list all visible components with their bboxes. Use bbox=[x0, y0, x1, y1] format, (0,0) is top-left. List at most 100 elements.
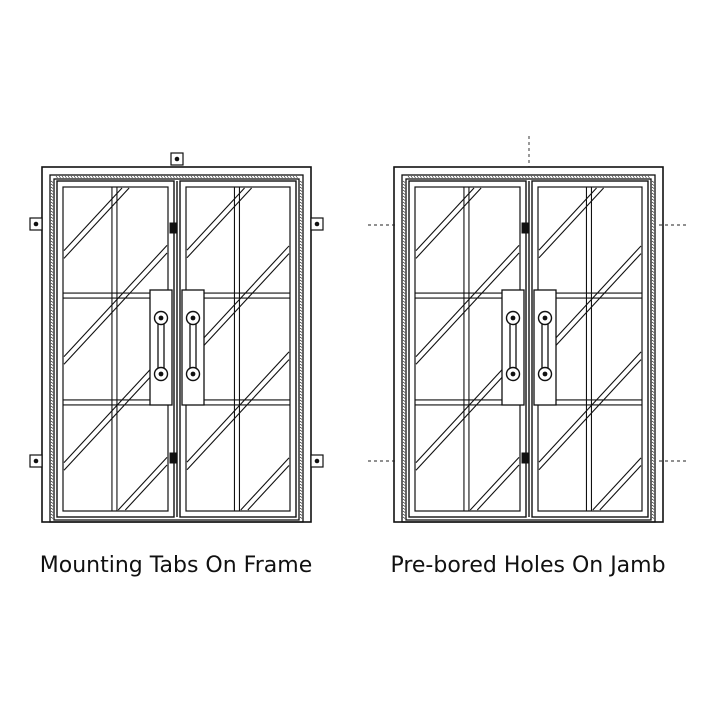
upper-hinge-icon bbox=[169, 222, 177, 234]
weatherstrip-tick bbox=[651, 513, 655, 516]
left-leaf-diagonal-4-1 bbox=[476, 464, 520, 511]
weatherstrip-tick bbox=[402, 216, 406, 219]
weatherstrip-tick bbox=[299, 249, 303, 252]
weatherstrip-tick bbox=[299, 327, 303, 330]
weatherstrip-tick bbox=[299, 207, 303, 210]
weatherstrip-tick bbox=[299, 204, 303, 207]
weatherstrip-tick bbox=[208, 175, 211, 179]
weatherstrip-tick bbox=[50, 345, 54, 348]
weatherstrip-tick bbox=[50, 414, 54, 417]
weatherstrip-tick bbox=[50, 420, 54, 423]
weatherstrip-tick bbox=[402, 243, 406, 246]
weatherstrip-tick bbox=[50, 387, 54, 390]
weatherstrip-tick bbox=[651, 435, 655, 438]
weatherstrip-tick bbox=[50, 456, 54, 459]
weatherstrip-tick bbox=[402, 474, 406, 477]
weatherstrip-tick bbox=[50, 312, 54, 315]
weatherstrip-tick bbox=[299, 465, 303, 468]
weatherstrip-tick bbox=[402, 276, 406, 279]
weatherstrip-tick bbox=[402, 426, 406, 429]
weatherstrip-tick bbox=[50, 321, 54, 324]
weatherstrip-tick bbox=[118, 175, 121, 179]
weatherstrip-tick bbox=[651, 492, 655, 495]
weatherstrip-tick bbox=[500, 175, 503, 179]
weatherstrip-tick bbox=[299, 486, 303, 489]
weatherstrip-tick bbox=[452, 175, 455, 179]
weatherstrip-tick bbox=[651, 339, 655, 342]
weatherstrip-tick bbox=[593, 175, 596, 179]
weatherstrip-tick bbox=[651, 198, 655, 201]
weatherstrip-tick bbox=[148, 175, 151, 179]
weatherstrip-tick bbox=[651, 303, 655, 306]
weatherstrip-tick bbox=[299, 195, 303, 198]
weatherstrip-tick bbox=[50, 318, 54, 321]
left-leaf-diagonal-4-0 bbox=[469, 456, 520, 511]
weatherstrip-tick bbox=[299, 402, 303, 405]
weatherstrip-tick bbox=[50, 360, 54, 363]
weatherstrip-tick bbox=[651, 405, 655, 408]
weatherstrip-tick bbox=[299, 198, 303, 201]
weatherstrip-tick bbox=[67, 175, 70, 179]
weatherstrip-tick bbox=[232, 175, 235, 179]
weatherstrip-tick bbox=[299, 255, 303, 258]
weatherstrip-tick bbox=[106, 175, 109, 179]
weatherstrip-tick bbox=[299, 231, 303, 234]
weatherstrip-tick bbox=[299, 453, 303, 456]
weatherstrip-tick bbox=[620, 175, 623, 179]
right-leaf-diagonal-4-1 bbox=[599, 465, 642, 511]
weatherstrip-tick bbox=[299, 450, 303, 453]
weatherstrip-tick bbox=[299, 318, 303, 321]
weatherstrip-tick bbox=[651, 300, 655, 303]
weatherstrip-tick bbox=[299, 228, 303, 231]
weatherstrip-tick bbox=[651, 426, 655, 429]
weatherstrip-tick bbox=[50, 354, 54, 357]
weatherstrip-tick bbox=[491, 175, 494, 179]
weatherstrip-tick bbox=[50, 330, 54, 333]
left-leaf-diagonal-2-0 bbox=[415, 245, 520, 358]
weatherstrip-tick bbox=[651, 321, 655, 324]
weatherstrip-tick bbox=[299, 510, 303, 513]
weatherstrip-tick bbox=[247, 175, 250, 179]
weatherstrip-tick bbox=[299, 501, 303, 504]
weatherstrip-tick bbox=[651, 420, 655, 423]
weatherstrip-tick bbox=[651, 189, 655, 192]
weatherstrip-tick bbox=[50, 432, 54, 435]
weatherstrip-tick bbox=[402, 516, 406, 519]
weatherstrip-tick bbox=[402, 483, 406, 486]
weatherstrip-tick bbox=[50, 444, 54, 447]
weatherstrip-tick bbox=[651, 348, 655, 351]
weatherstrip-tick bbox=[50, 447, 54, 450]
weatherstrip-tick bbox=[50, 288, 54, 291]
weatherstrip-tick bbox=[651, 417, 655, 420]
weatherstrip-tick bbox=[651, 501, 655, 504]
weatherstrip-tick bbox=[50, 285, 54, 288]
weatherstrip-tick bbox=[299, 321, 303, 324]
weatherstrip-tick bbox=[554, 175, 557, 179]
weatherstrip-tick bbox=[402, 279, 406, 282]
weatherstrip-tick bbox=[651, 465, 655, 468]
weatherstrip-tick bbox=[299, 408, 303, 411]
weatherstrip-tick bbox=[199, 175, 202, 179]
door-perimeter bbox=[405, 178, 652, 521]
weatherstrip-tick bbox=[651, 477, 655, 480]
weatherstrip-tick bbox=[651, 486, 655, 489]
weatherstrip-tick bbox=[651, 453, 655, 456]
weatherstrip-tick bbox=[651, 237, 655, 240]
weatherstrip-tick bbox=[169, 175, 172, 179]
weatherstrip-tick bbox=[91, 175, 94, 179]
weatherstrip-tick bbox=[569, 175, 572, 179]
weatherstrip-tick bbox=[651, 204, 655, 207]
weatherstrip-tick bbox=[434, 175, 437, 179]
weatherstrip-tick bbox=[202, 175, 205, 179]
weatherstrip-tick bbox=[50, 510, 54, 513]
weatherstrip-tick bbox=[521, 175, 524, 179]
weatherstrip-tick bbox=[50, 300, 54, 303]
weatherstrip-tick bbox=[299, 315, 303, 318]
weatherstrip-tick bbox=[402, 459, 406, 462]
weatherstrip-tick bbox=[220, 175, 223, 179]
weatherstrip-tick bbox=[497, 175, 500, 179]
weatherstrip-tick bbox=[410, 175, 413, 179]
weatherstrip-tick bbox=[50, 405, 54, 408]
weatherstrip-tick bbox=[133, 175, 136, 179]
weatherstrip-tick bbox=[651, 456, 655, 459]
